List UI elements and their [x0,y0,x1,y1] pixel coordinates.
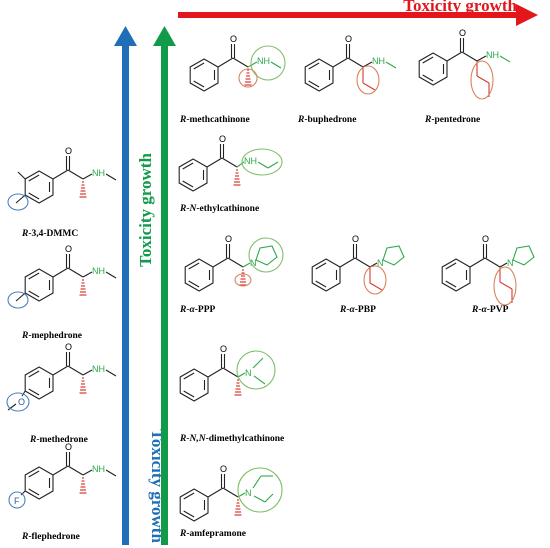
svg-text:O: O [219,134,226,144]
svg-text:N: N [250,258,257,268]
green-toxicity-arrow [153,26,176,545]
svg-text:O: O [230,34,237,44]
svg-text:N: N [507,258,514,268]
label-a-ppp: R-α-PPP [179,305,216,315]
svg-text:N: N [377,258,384,268]
svg-text:NH: NH [244,156,257,166]
structure-nn-dimethylcathinone: O N [179,344,276,402]
structure-buphedrone: O NH [304,34,397,95]
svg-text:F: F [14,496,20,506]
label-a-pbp: R-α-PBP [339,305,376,315]
svg-text:N: N [245,488,252,498]
svg-text:O: O [65,442,72,452]
svg-text:NH: NH [92,168,105,178]
label-pentedrone: R-pentedrone [424,115,480,125]
svg-text:NH: NH [486,50,499,60]
blue-toxicity-arrow [114,26,137,545]
svg-text:O: O [18,397,25,407]
svg-text:O: O [459,28,466,38]
label-methcathinone: R-methcathinone [179,115,250,125]
svg-text:NH: NH [92,266,105,276]
label-a-pvp: R-α-PVP [471,305,509,315]
structure-n-ethylcathinone: O NH [178,134,283,192]
green-toxicity-label: Toxicity growth [136,153,155,267]
structure-flephedrone: O NH F [8,442,117,509]
svg-text:O: O [220,344,227,354]
structure-methcathinone: O NH [189,34,286,92]
svg-text:O: O [220,464,227,474]
label-amfepramone: R-amfepramone [179,529,246,539]
structure-pentedrone: O NH [418,28,511,100]
svg-text:O: O [225,234,232,244]
svg-text:NH: NH [257,56,270,66]
svg-text:O: O [65,342,72,352]
structure-a-pvp: O N [441,234,535,306]
horizontal-toxicity-label: Toxicity growth [403,0,517,15]
svg-text:O: O [482,234,489,244]
svg-text:O: O [65,244,72,254]
svg-text:N: N [245,368,252,378]
label-n-ethylcathinone: R-N-ethylcathinone [179,204,259,214]
structure-mephedrone: O NH [7,244,117,309]
svg-text:O: O [65,146,72,156]
structure-a-pbp: O N [311,234,405,295]
label-methedrone: R-methedrone [29,435,88,445]
svg-text:O: O [352,234,359,244]
horizontal-toxicity-arrow [178,4,538,26]
structure-34-dmmc: O NH [7,146,117,211]
svg-text:O: O [345,34,352,44]
svg-text:NH: NH [92,464,105,474]
label-mephedrone: R-mephedrone [21,331,82,341]
structure-amfepramone: O N [179,464,283,522]
svg-text:NH: NH [372,56,385,66]
label-flephedrone: R-flephedrone [21,532,80,542]
svg-text:NH: NH [92,364,105,374]
label-buphedrone: R-buphedrone [297,115,356,125]
structure-a-ppp: O N [184,234,284,292]
label-nn-dimethylcathinone: R-N,N-dimethylcathinone [179,434,284,444]
structure-methedrone: O NH O [6,342,117,412]
label-34-dmmc: R-3,4-DMMC [21,229,78,239]
